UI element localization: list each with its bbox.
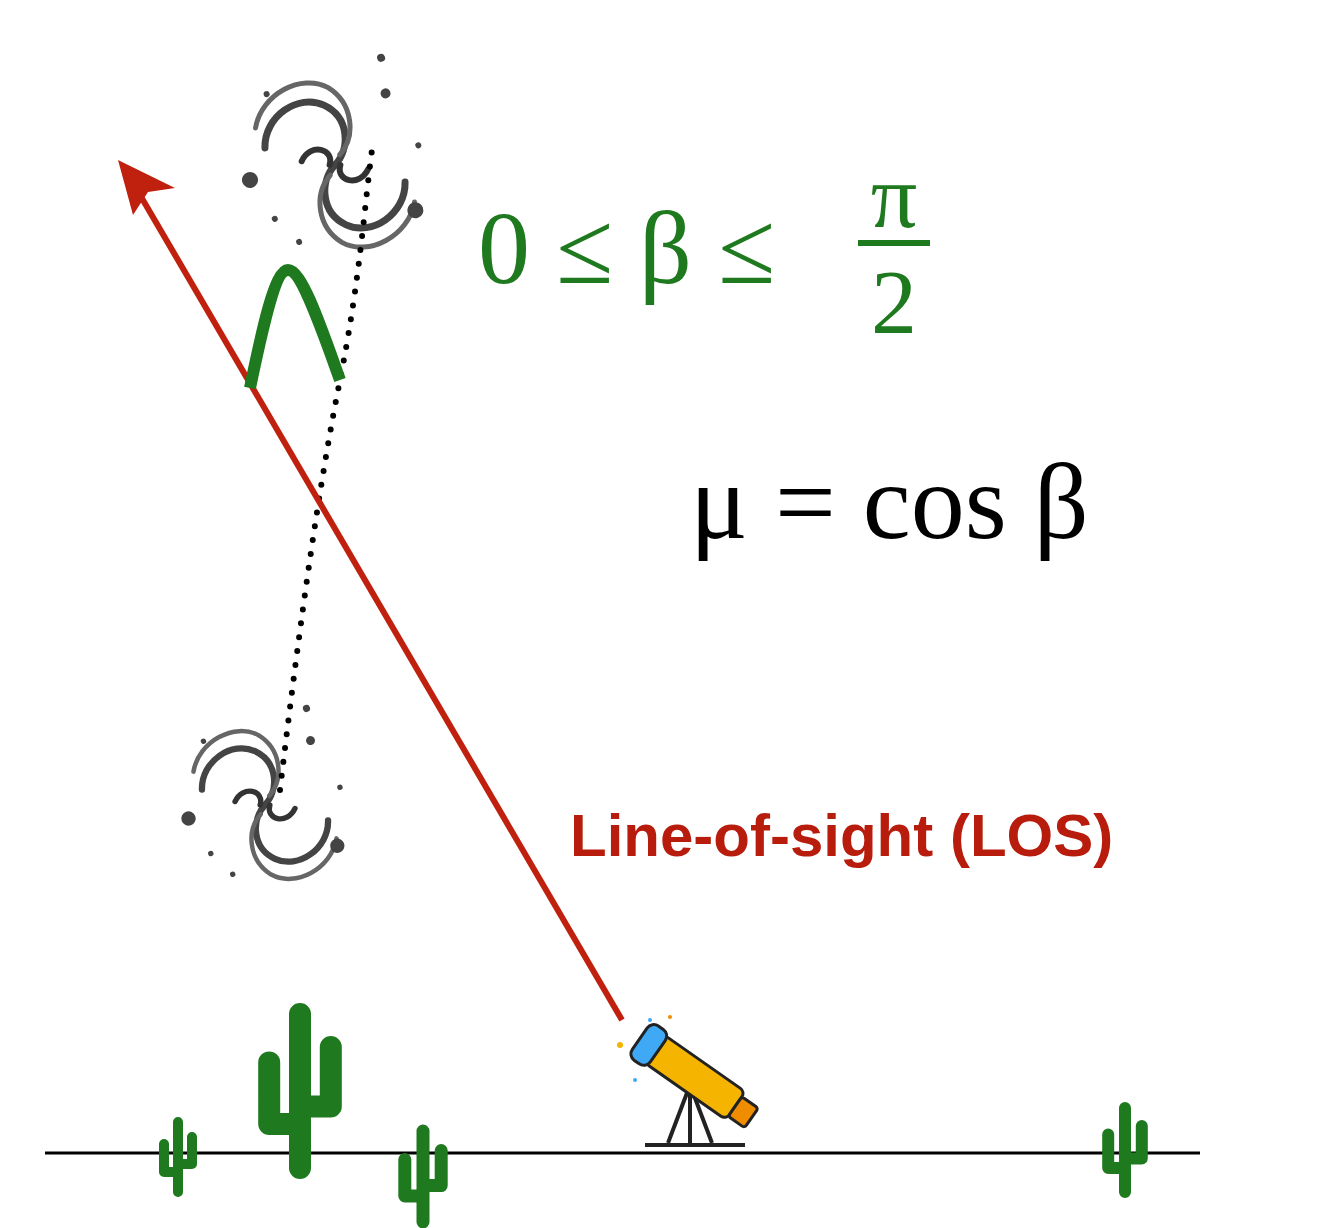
cactus — [269, 1014, 331, 1168]
cactus — [405, 1131, 441, 1222]
telescope-icon — [617, 1015, 764, 1145]
los-label: Line-of-sight (LOS) — [570, 806, 1113, 866]
los-arrow — [140, 195, 622, 1020]
ground-line — [45, 1152, 1200, 1155]
fraction-denominator: 2 — [871, 256, 917, 348]
cactus — [164, 1122, 192, 1192]
angle-arc — [250, 270, 340, 388]
mu-definition: μ = cos β — [690, 448, 1089, 556]
galaxy — [216, 48, 448, 281]
dotted-line — [280, 150, 372, 790]
cactus — [1108, 1108, 1142, 1192]
fraction-numerator: π — [871, 150, 917, 242]
angle-range: 0 ≤ β ≤ — [478, 196, 775, 300]
arrow-head — [118, 160, 175, 215]
galaxy — [158, 699, 367, 909]
